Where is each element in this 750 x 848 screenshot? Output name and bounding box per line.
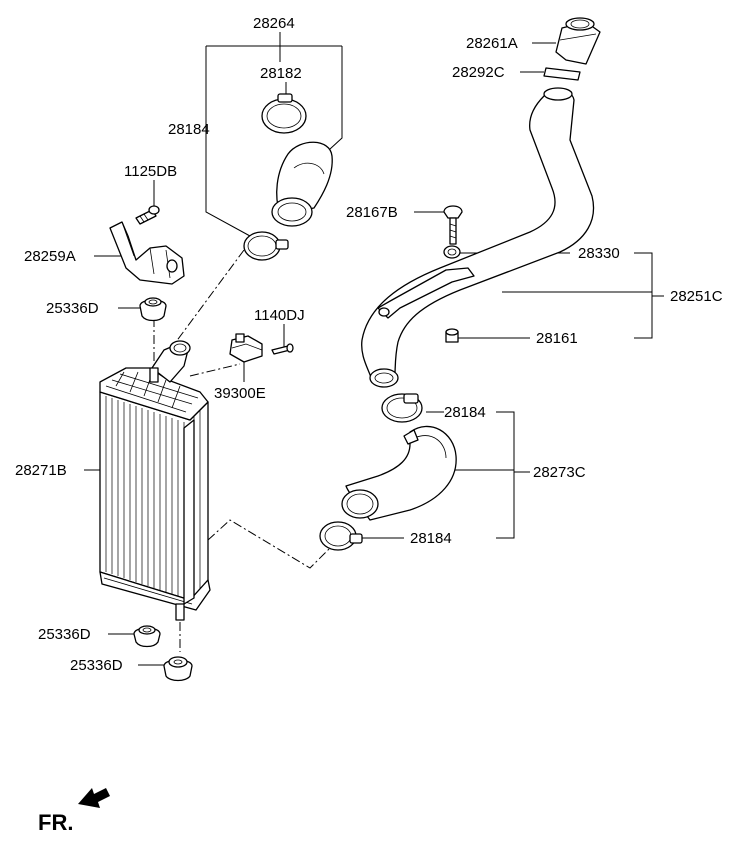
hose-28273C — [341, 425, 457, 521]
label-28261A: 28261A — [466, 35, 518, 52]
top-clamp-28182 — [261, 93, 307, 134]
bolt-1140DJ — [271, 343, 294, 355]
part-labels: 28264 28182 28184 1125DB 28259A 25336D 1… — [15, 15, 723, 674]
label-28182: 28182 — [260, 65, 302, 82]
label-28259A: 28259A — [24, 248, 76, 265]
grommet-28330 — [443, 245, 461, 259]
clamp-28184-mid — [381, 393, 423, 423]
intercooler-28271B — [99, 340, 211, 621]
connector-28261A — [555, 17, 601, 65]
top-hose-28184 — [271, 141, 333, 227]
label-25336D-bottom-2: 25336D — [70, 657, 123, 674]
label-28264: 28264 — [253, 15, 295, 32]
clamp-28292C — [543, 67, 581, 81]
nut-28161 — [445, 328, 459, 343]
label-28273C: 28273C — [533, 464, 586, 481]
label-28184-mid: 28184 — [444, 404, 486, 421]
pipe-28251C — [361, 87, 595, 388]
label-28184-low: 28184 — [410, 530, 452, 547]
center-lines — [153, 249, 331, 652]
sensor-39300E — [229, 333, 263, 363]
front-direction-indicator: FR. — [38, 788, 110, 835]
clamp-28184-low — [319, 521, 363, 551]
lower-clamp-top-hose — [243, 231, 289, 261]
label-39300E: 39300E — [214, 385, 266, 402]
label-28167B: 28167B — [346, 204, 398, 221]
bolt-1125DB — [135, 205, 160, 225]
bolt-28167B — [443, 205, 463, 245]
label-25336D-bottom-1: 25336D — [38, 626, 91, 643]
front-label: FR. — [38, 810, 73, 835]
mount-25336D-bottom-1 — [133, 625, 161, 648]
label-28184-top: 28184 — [168, 121, 210, 138]
label-28330: 28330 — [578, 245, 620, 262]
front-arrow-icon — [78, 788, 110, 808]
mount-25336D-top — [139, 297, 167, 322]
label-1125DB: 1125DB — [124, 163, 177, 180]
label-28161: 28161 — [536, 330, 578, 347]
label-28251C: 28251C — [670, 288, 723, 305]
label-25336D-top: 25336D — [46, 300, 99, 317]
bracket-28259A — [109, 221, 185, 285]
label-1140DJ: 1140DJ — [254, 307, 305, 324]
mount-25336D-bottom-2 — [163, 656, 193, 682]
label-28292C: 28292C — [452, 64, 505, 81]
label-28271B: 28271B — [15, 462, 67, 479]
